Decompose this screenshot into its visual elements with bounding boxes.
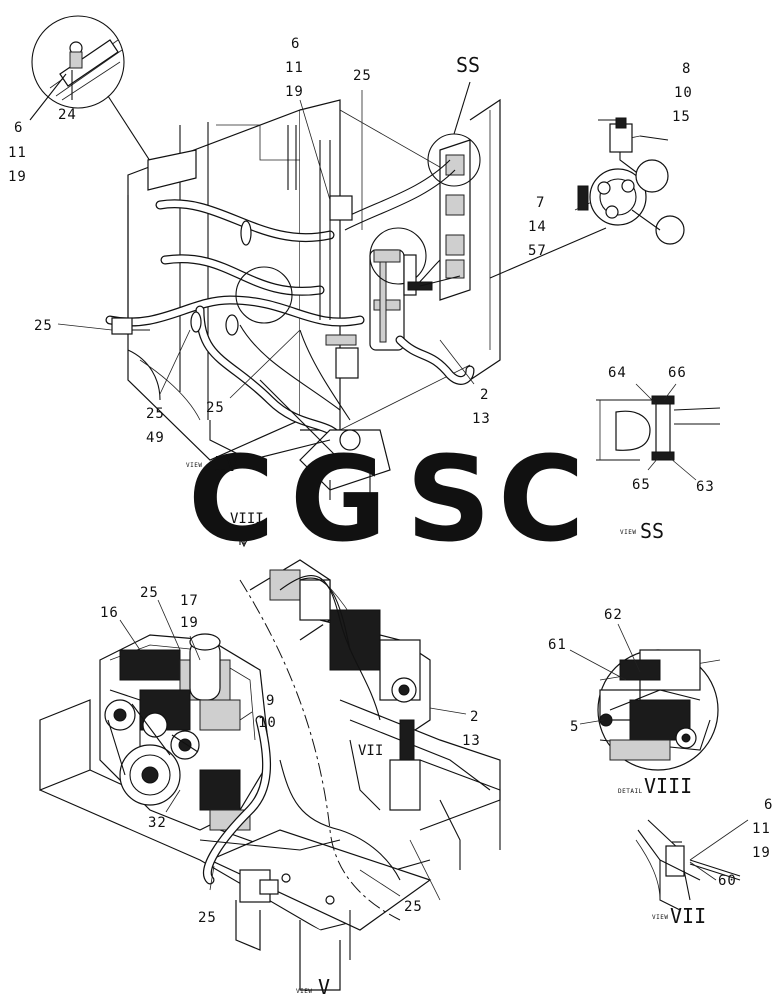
callout-9: 9 — [266, 693, 275, 709]
watermark-letter-s: S — [406, 430, 491, 568]
callout-17: 17 — [180, 593, 199, 609]
view-iv-prefix: VIEW — [186, 462, 202, 469]
view-labels: VIEW IV VIEW SS VIII VII VIEW V VIEW VII… — [186, 452, 706, 999]
detail-compressor-top-right — [489, 117, 685, 279]
callout-25: 25 — [404, 899, 423, 915]
callout-6: 6 — [14, 120, 23, 136]
view-vii-label: VII — [670, 904, 706, 928]
detail-viii-circle — [569, 623, 721, 771]
callout-61: 61 — [548, 637, 567, 653]
callout-25: 25 — [198, 910, 217, 926]
watermark-letter-g: G — [290, 430, 387, 568]
callout-19: 19 — [180, 615, 199, 631]
callout-25: 25 — [146, 406, 165, 422]
view-viii-marker: VIII — [230, 511, 264, 527]
callout-15: 15 — [672, 109, 691, 125]
view-v-label: V — [318, 975, 330, 999]
assembly-view-iv — [105, 81, 501, 500]
callout-49: 49 — [146, 430, 165, 446]
view-ss-marker: SS — [456, 53, 480, 77]
callout-11: 11 — [752, 821, 771, 837]
callout-2: 2 — [480, 387, 489, 403]
callout-19: 19 — [752, 845, 771, 861]
callout-6: 6 — [291, 36, 300, 52]
callout-8: 8 — [682, 61, 691, 77]
engine-view-v — [39, 599, 432, 991]
watermark-letter-c1: C — [188, 430, 275, 568]
callout-2: 2 — [470, 709, 479, 725]
callout-6: 6 — [764, 797, 773, 813]
view-ss-label: SS — [640, 519, 664, 543]
callout-63: 63 — [696, 479, 715, 495]
callout-65: 65 — [632, 477, 651, 493]
callout-60: 60 — [718, 873, 737, 889]
view-ss-prefix: VIEW — [620, 529, 636, 536]
callout-11: 11 — [8, 145, 27, 161]
callout-25: 25 — [353, 68, 372, 84]
detail-viii-prefix: DETAIL — [618, 788, 643, 795]
assembly-view-vii-area — [249, 559, 501, 870]
detail-view-vii — [635, 819, 749, 911]
callout-24: 24 — [58, 107, 77, 123]
callout-25: 25 — [140, 585, 159, 601]
callout-11: 11 — [285, 60, 304, 76]
view-iv-label: IV — [214, 452, 238, 476]
callout-14: 14 — [528, 219, 547, 235]
detail-view-ss — [596, 383, 721, 481]
callout-13: 13 — [472, 411, 491, 427]
callout-13: 13 — [462, 733, 481, 749]
callout-10: 10 — [258, 715, 277, 731]
watermark: C G S C — [188, 430, 585, 568]
callout-62: 62 — [604, 607, 623, 623]
callout-32: 32 — [148, 815, 167, 831]
callout-66: 66 — [668, 365, 687, 381]
detail-viii-label: VIII — [644, 774, 692, 798]
callout-labels: 6 11 19 24 6 11 19 25 SS 8 10 15 7 14 57… — [8, 36, 773, 926]
view-v-prefix: VIEW — [296, 988, 312, 995]
callout-10: 10 — [674, 85, 693, 101]
view-viii-arrow — [238, 526, 250, 548]
watermark-letter-c2: C — [498, 430, 585, 568]
callout-57: 57 — [528, 243, 547, 259]
callout-5: 5 — [570, 719, 579, 735]
callout-7: 7 — [536, 195, 545, 211]
callout-64: 64 — [608, 365, 627, 381]
callout-25: 25 — [34, 318, 53, 334]
callout-25: 25 — [206, 400, 225, 416]
callout-19: 19 — [285, 84, 304, 100]
view-vii-prefix: VIEW — [652, 914, 668, 921]
callout-16: 16 — [100, 605, 119, 621]
callout-19: 19 — [8, 169, 27, 185]
view-vii-marker: VII — [358, 743, 383, 759]
